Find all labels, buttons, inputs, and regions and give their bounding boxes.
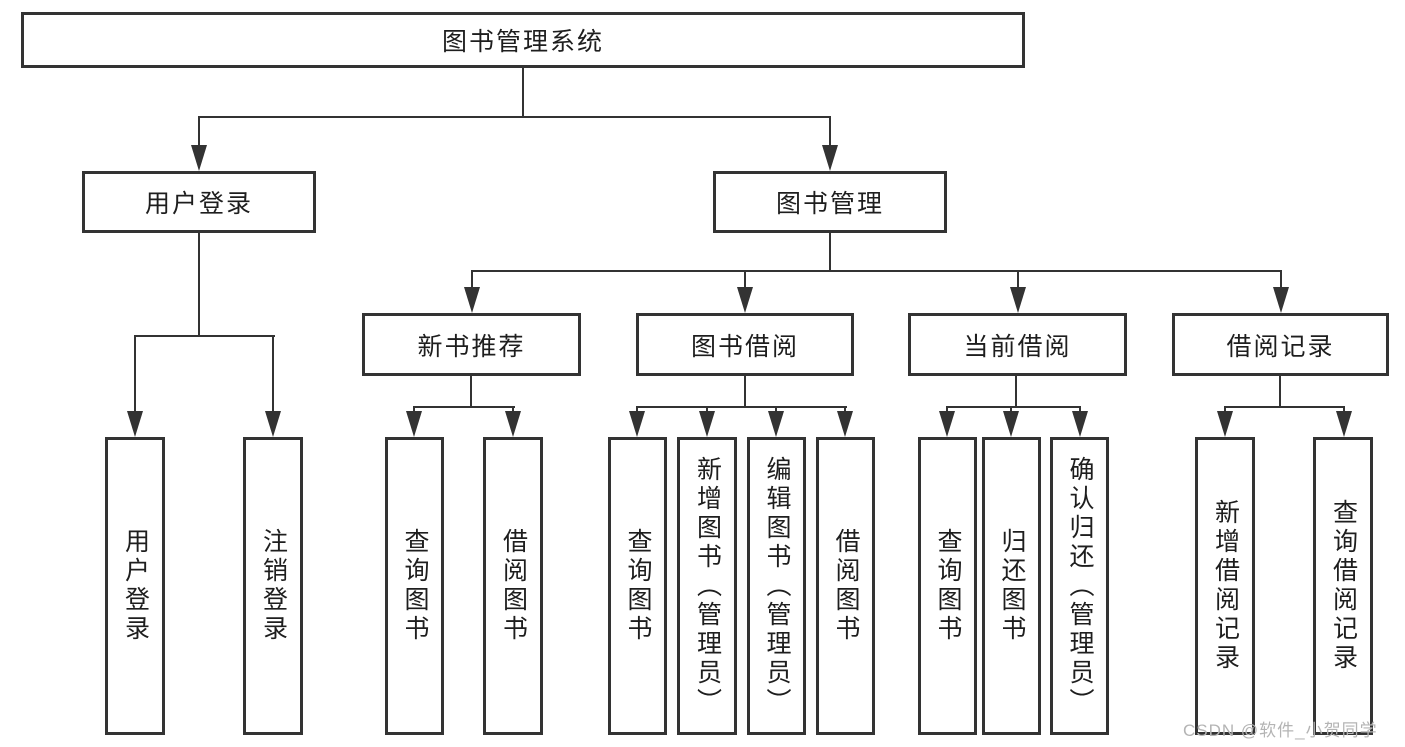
leaf-current-query-books: 查询图书 [918,437,977,735]
connector-line [636,406,847,408]
node-user-login: 用户登录 [82,171,316,233]
leaf-label: 用户登录 [121,528,150,644]
leaf-current-return-books: 归还图书 [982,437,1041,735]
connector-line [272,335,274,413]
node-borrow-records: 借阅记录 [1172,313,1389,376]
arrow-down-icon [464,287,480,313]
arrow-down-icon [1217,411,1233,437]
arrow-down-icon [699,411,715,437]
connector-line [1079,406,1081,415]
leaf-label: 归还图书 [998,528,1026,644]
leaf-logout: 注销登录 [243,437,303,735]
connector-line [413,406,415,415]
csdn-watermark: CSDN @软件_小贺同学 [1183,721,1378,740]
connector-line [134,335,275,337]
node-label: 新书推荐 [417,332,526,361]
connector-line [198,116,831,118]
connector-line [775,406,777,415]
arrow-down-icon [1010,287,1026,313]
leaf-label: 查询图书 [401,528,429,644]
node-library-management-system: 图书管理系统 [21,12,1025,68]
connector-line [1015,376,1017,408]
arrow-down-icon [629,411,645,437]
leaf-borrowing-borrow-books: 借阅图书 [816,437,875,735]
arrow-down-icon [737,287,753,313]
arrow-down-icon [822,145,838,171]
node-current-borrowing: 当前借阅 [908,313,1127,376]
connector-line [1280,270,1282,289]
connector-line [413,406,515,408]
leaf-label: 查询借阅记录 [1329,499,1358,673]
arrow-down-icon [768,411,784,437]
leaf-label: 编辑图书（管理员） [763,455,791,717]
connector-line [1224,406,1226,415]
connector-line [471,270,473,289]
leaf-recommend-borrow-books: 借阅图书 [483,437,543,735]
node-label: 借阅记录 [1226,332,1335,361]
arrow-down-icon [1336,411,1352,437]
connector-line [744,376,746,408]
arrow-down-icon [406,411,422,437]
connector-line [1010,406,1012,415]
leaf-borrowing-edit-books-admin: 编辑图书（管理员） [747,437,806,735]
connector-line [946,406,948,415]
leaf-current-confirm-return-admin: 确认归还（管理员） [1050,437,1109,735]
arrow-down-icon [265,411,281,437]
leaf-label: 新增借阅记录 [1211,499,1240,673]
connector-line [1224,406,1345,408]
connector-line [470,376,472,408]
connector-line [829,233,831,272]
connector-line [636,406,638,415]
connector-line [198,233,200,337]
arrow-down-icon [837,411,853,437]
connector-line [512,406,514,415]
node-label: 图书管理系统 [441,28,604,56]
node-new-book-recommend: 新书推荐 [362,313,581,376]
leaf-recommend-query-books: 查询图书 [385,437,444,735]
leaf-label: 新增图书（管理员） [693,455,722,717]
arrow-down-icon [939,411,955,437]
leaf-records-query-record: 查询借阅记录 [1313,437,1373,735]
connector-line [744,270,746,289]
connector-line [946,406,1081,408]
leaf-label: 查询图书 [934,528,962,644]
node-book-management: 图书管理 [713,171,947,233]
connector-line [522,68,524,118]
connector-line [1279,376,1281,408]
connector-line [471,270,1282,272]
connector-line [198,116,200,148]
arrow-down-icon [1003,411,1019,437]
leaf-label: 借阅图书 [499,528,528,644]
leaf-label: 借阅图书 [832,528,860,644]
leaf-borrowing-query-books: 查询图书 [608,437,667,735]
arrow-down-icon [1273,287,1289,313]
connector-line [844,406,846,415]
connector-line [829,116,831,148]
connector-line [706,406,708,415]
connector-line [1343,406,1345,415]
leaf-label: 注销登录 [259,528,288,644]
leaf-label: 确认归还（管理员） [1066,455,1094,717]
connector-line [1017,270,1019,289]
node-book-borrowing: 图书借阅 [636,313,854,376]
node-label: 当前借阅 [963,332,1072,361]
leaf-user-login: 用户登录 [105,437,165,735]
leaf-label: 查询图书 [624,528,652,644]
connector-line [134,335,136,413]
leaf-borrowing-add-books-admin: 新增图书（管理员） [677,437,737,735]
arrow-down-icon [191,145,207,171]
arrow-down-icon [505,411,521,437]
node-label: 图书管理 [775,190,884,218]
arrow-down-icon [1072,411,1088,437]
node-label: 图书借阅 [690,332,799,361]
arrow-down-icon [127,411,143,437]
leaf-records-add-record: 新增借阅记录 [1195,437,1255,735]
node-label: 用户登录 [144,190,253,218]
